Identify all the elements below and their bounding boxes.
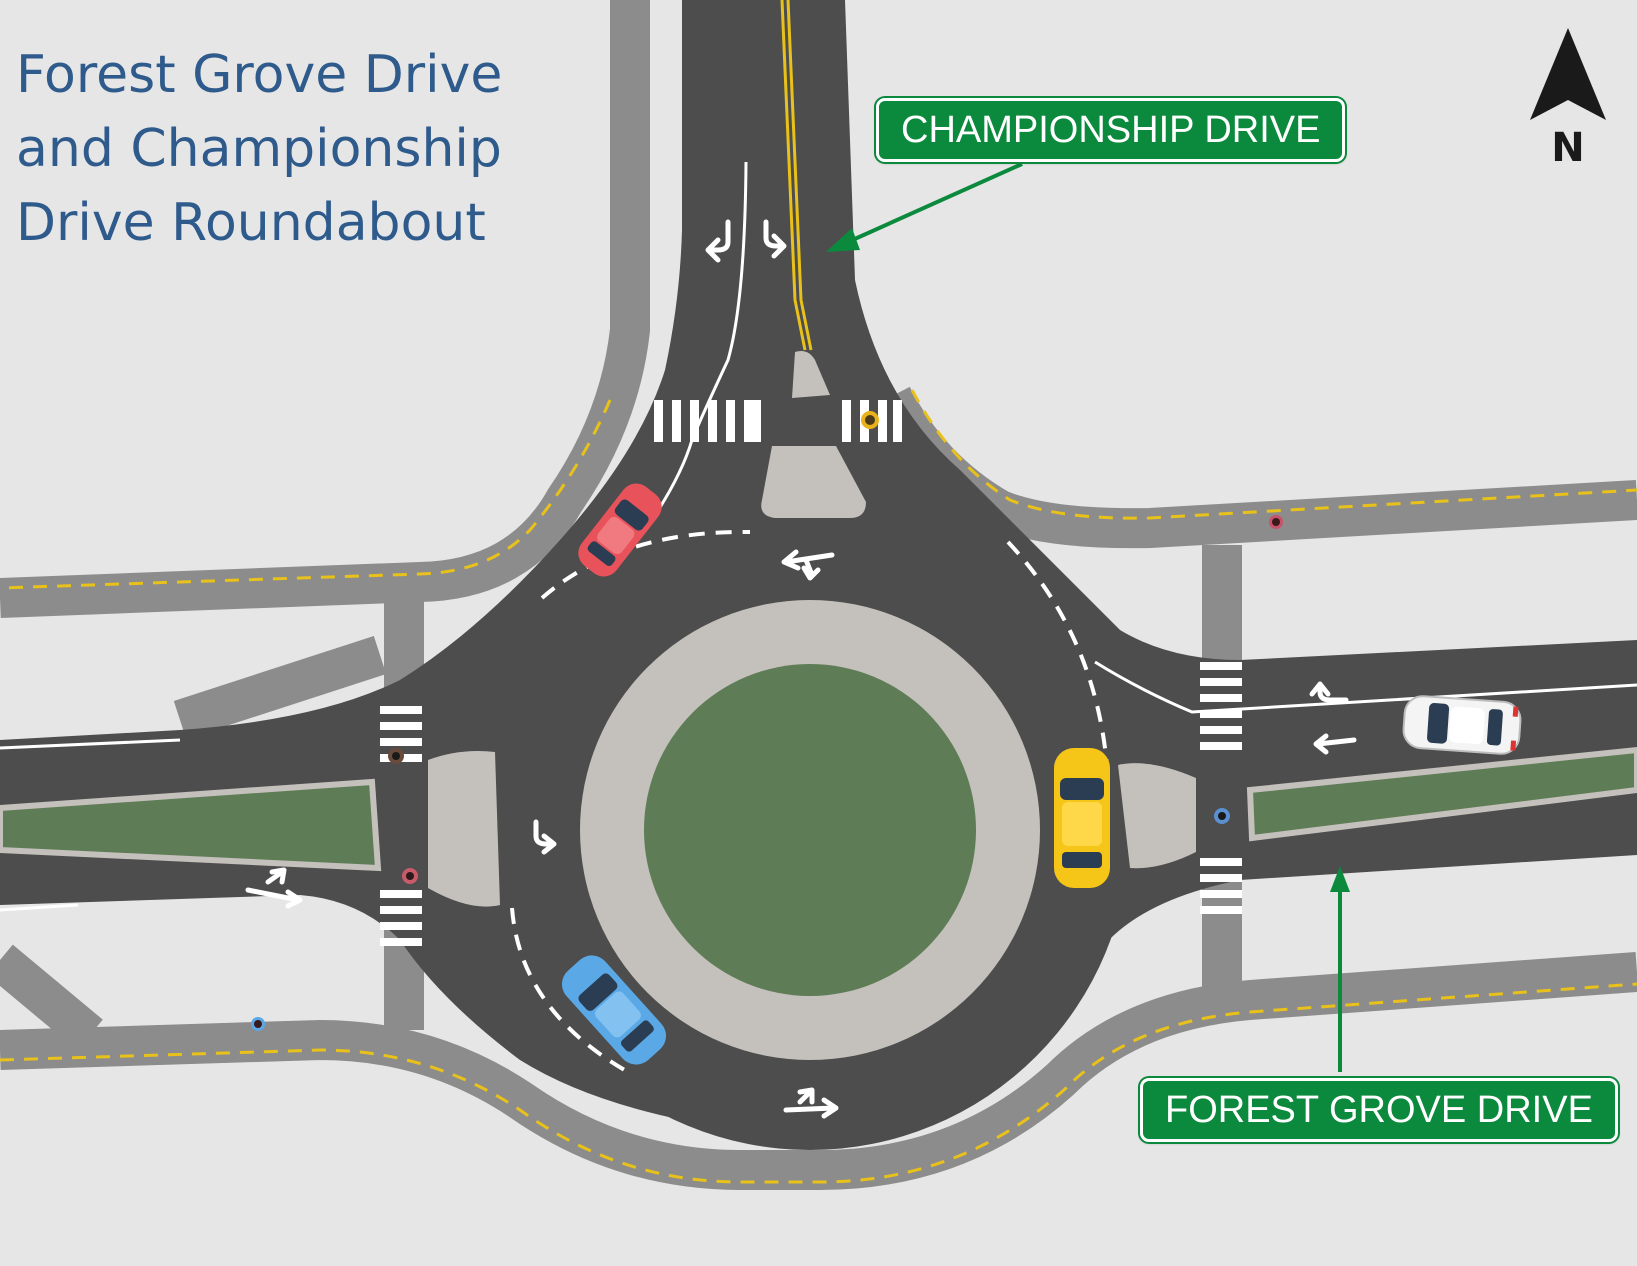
championship-leader-line [847,162,1023,244]
splitter-north [761,446,866,518]
pedestrian-west-lower [402,868,418,884]
splitter-islands [428,351,1196,907]
circulatory-dashes [510,529,1110,1074]
north-centerline [780,0,813,351]
arrow-east-through [1313,733,1357,755]
red-car [578,483,662,577]
crosswalk-east-upper [1200,662,1242,750]
splitter-west [428,751,500,907]
white-car [1402,695,1522,755]
crosswalk-east-lower [1200,858,1242,914]
sidewalk-edge-lines [0,389,1637,1184]
north-lane-line [643,161,748,531]
pedestrian-northeast [1269,515,1283,529]
blue-car [561,955,667,1065]
north-letter: N [1551,125,1585,171]
title-line-1: Forest Grove Drive [16,45,503,105]
sidewalk-south [0,952,1637,1190]
pavement-arrows [245,219,1357,1119]
central-island-grass [644,664,976,996]
splitter-east [1118,763,1196,869]
forest-grove-leader-arrowhead [1330,866,1350,892]
median-east [1246,746,1637,842]
north-arrow-icon [1530,28,1606,120]
pedestrian-north-crosswalk [861,411,879,429]
median-west [0,778,382,872]
title-line-3: Drive Roundabout [16,193,486,253]
arrow-north-right-turn [763,219,787,259]
pedestrians [251,411,1283,1031]
north-arrow: N [1528,24,1608,171]
west-lane-line-lower [0,903,79,912]
west-lane-line [0,738,181,750]
sidewalk-northwest [0,0,650,618]
championship-leader-arrowhead [826,228,860,252]
arrow-circulating-left [533,819,557,855]
crosswalk-north-left [654,400,761,442]
pedestrian-southwest [251,1017,265,1031]
splitter-north-tip [792,351,830,398]
leader-lines [826,162,1350,1072]
arrow-circulating-bottom [783,1087,839,1119]
title-line-2: and Championship [16,119,502,179]
arrow-north-left-turn [705,219,731,263]
crosswalk-west-lower [380,890,422,946]
sidewalk-west-ramp-lower [0,944,103,1051]
pedestrian-west-upper [388,748,404,764]
championship-drive-label: CHAMPIONSHIP DRIVE [876,98,1346,162]
arrow-west-approach [245,867,303,909]
arrow-circulating-top [781,549,835,581]
pedestrian-east-crosswalk [1214,808,1230,824]
medians [0,746,1637,872]
lane-lines [0,161,1637,912]
yellow-car [1054,748,1110,888]
sidewalk-west-ramp-upper [173,635,387,740]
crosswalks [380,400,1242,946]
forest-grove-drive-label: FOREST GROVE DRIVE [1140,1078,1618,1142]
map-title: Forest Grove Drive and Championship Driv… [16,38,502,260]
arrow-east-turn [1309,681,1349,703]
east-lane-line [1094,660,1637,714]
